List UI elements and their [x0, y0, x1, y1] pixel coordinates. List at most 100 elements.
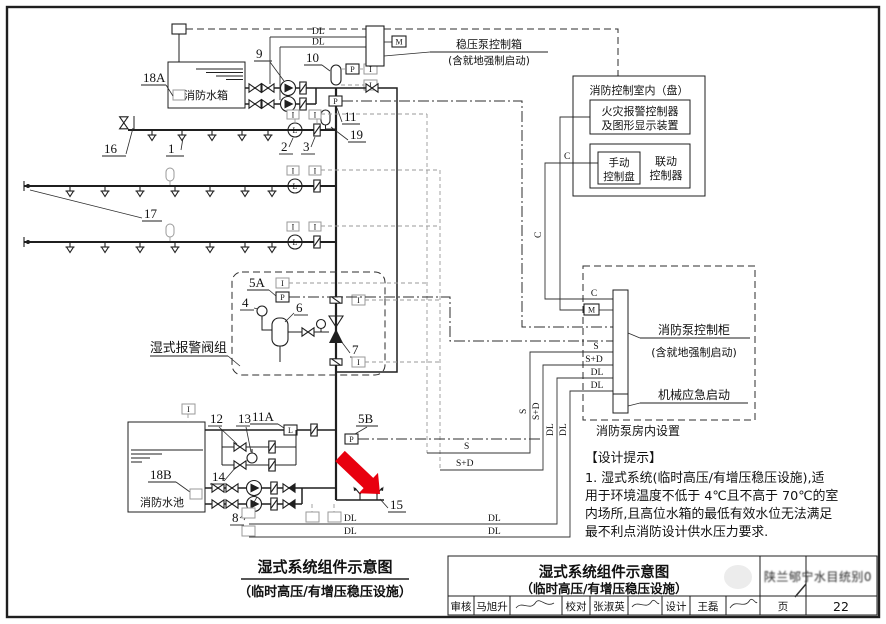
tank-level-gauge [172, 89, 186, 101]
jockey-pump-unit: 9 10 P I I [245, 46, 378, 113]
fire-water-pool: 18B 消防水池 I [127, 403, 206, 513]
part-label-5b: 5B [358, 411, 374, 426]
pump-room-label: 消防泵房内设置 [596, 423, 680, 438]
svg-text:L: L [293, 126, 298, 135]
check-label: 校对 [566, 600, 587, 613]
design-note: 【设计提示】 1. 湿式系统(临时高压/有增压稳压设施),适 用于环境温度不低于… [585, 450, 838, 540]
svg-text:DL: DL [344, 527, 357, 537]
atlas-watermark: 陕兰郇宁水目统别0 [764, 569, 872, 584]
part-label-8: 8 [232, 510, 239, 525]
svg-text:S+D: S+D [585, 355, 603, 365]
control-room-title: 消防控制室内（盘） [590, 83, 689, 97]
pool-level-gauge [189, 488, 203, 500]
design-label: 设计 [666, 600, 687, 613]
part-label-17: 17 [144, 206, 158, 221]
svg-text:L: L [293, 238, 298, 247]
part-label-18b: 18B [150, 467, 172, 482]
cabinet-label-1: 消防泵控制柜 [658, 322, 730, 337]
svg-text:S+D: S+D [456, 459, 474, 469]
alarm-valve-icon [329, 329, 343, 343]
part-label-19: 19 [350, 127, 363, 142]
fire-pump-icon [245, 479, 263, 497]
pressure-switch-box: P [350, 65, 355, 74]
svg-text:I: I [314, 167, 317, 176]
part-label-15: 15 [390, 497, 403, 512]
stamp-smudge [724, 565, 752, 589]
input-module-box: I [369, 81, 372, 90]
atlas-slash-mark [794, 583, 807, 598]
svg-text:内场所,且高位水箱的最低有效水位无法满足: 内场所,且高位水箱的最低有效水位无法满足 [585, 506, 832, 522]
part-label-6: 6 [296, 300, 303, 315]
svg-text:L: L [293, 182, 298, 191]
part-label-11: 11 [344, 109, 357, 124]
part-label-10: 10 [306, 50, 319, 65]
svg-text:C: C [591, 289, 597, 299]
part-label-4: 4 [242, 295, 249, 310]
riser-top-devices: P 11 19 [320, 95, 366, 143]
part-label-3: 3 [303, 139, 310, 154]
stabilizer-box-label-2: (含就地强制启动) [448, 54, 530, 67]
svg-text:S: S [593, 342, 598, 352]
svg-text:I: I [187, 405, 190, 414]
jockey-pump-icon [279, 95, 297, 113]
jockey-pump-icon [279, 79, 297, 97]
design-note-heading: 【设计提示】 [585, 450, 662, 466]
part-label-5a: 5A [249, 275, 266, 290]
diagram-caption: 湿式系统组件示意图 （临时高压/有增压稳压设施） [238, 558, 412, 600]
svg-text:I: I [292, 111, 295, 120]
input-module-box: I [369, 65, 372, 74]
mechanical-start-label: 机械应急启动 [658, 387, 730, 402]
svg-text:控制盘: 控制盘 [603, 170, 635, 183]
tank-level-switch [171, 23, 187, 35]
signal-wiring: S S S S+D S+D S+D DL DL DL DL DL DL DL D… [249, 100, 613, 538]
svg-text:I: I [314, 223, 317, 232]
svg-text:L: L [288, 426, 293, 435]
svg-text:M: M [588, 306, 595, 315]
svg-text:I: I [292, 223, 295, 232]
design-name: 王磊 [698, 601, 719, 613]
tank-label: 消防水箱 [184, 88, 228, 102]
svg-text:P: P [280, 293, 285, 302]
pressure-tank-icon [330, 64, 342, 86]
part-label-13: 13 [238, 411, 251, 426]
svg-text:I: I [357, 296, 360, 305]
fill-test-line: L 11A 12 13 14 [205, 409, 336, 485]
fire-alarm-controller-label: 火灾报警控制器 [602, 104, 679, 118]
svg-text:1. 湿式系统(临时高压/有增压稳压设施),适: 1. 湿式系统(临时高压/有增压稳压设施),适 [585, 470, 825, 486]
svg-text:I: I [292, 167, 295, 176]
title-block-title1: 湿式系统组件示意图 [539, 563, 670, 581]
part-label-14: 14 [212, 469, 226, 484]
svg-text:最不利点消防设计供水压力要求.: 最不利点消防设计供水压力要求. [585, 524, 768, 540]
svg-text:S+D: S+D [532, 402, 542, 420]
pump-room: 消防泵控制柜 (含就地强制启动) 机械应急启动 消防泵房内设置 [582, 265, 756, 438]
svg-text:I: I [281, 279, 284, 288]
svg-text:控制器: 控制器 [650, 168, 683, 182]
audit-signature [515, 600, 555, 609]
page-number: 22 [833, 599, 849, 614]
caption-line2: （临时高压/有增压稳压设施） [238, 584, 412, 600]
pool-label: 消防水池 [140, 495, 184, 509]
svg-text:S: S [519, 409, 529, 414]
fire-water-tank: 消防水箱 18A [141, 23, 246, 109]
svg-text:C: C [564, 152, 570, 162]
part-label-11a: 11A [252, 409, 275, 424]
svg-text:DL: DL [488, 514, 501, 524]
dl-label: DL [312, 38, 325, 48]
svg-text:P: P [349, 435, 354, 444]
dl-label: DL [312, 27, 325, 37]
check-name: 张淑英 [593, 600, 625, 613]
audit-name: 马旭升 [476, 601, 508, 613]
svg-text:DL: DL [488, 527, 501, 537]
svg-text:I: I [357, 358, 360, 367]
motor-box: M [395, 38, 402, 47]
svg-text:及图形显示装置: 及图形显示装置 [602, 119, 679, 132]
part-label-1: 1 [168, 141, 175, 156]
svg-text:DL: DL [559, 423, 569, 436]
part-label-18a: 18A [143, 70, 166, 85]
title-block-title2: （临时高压/有增压稳压设施） [520, 581, 687, 596]
svg-text:DL: DL [344, 514, 357, 524]
stabilizer-control-box: DL DL M 稳压泵控制箱 (含就地强制启动) [269, 25, 548, 100]
svg-text:用于环境温度不低于 4℃且不高于 70℃的室: 用于环境温度不低于 4℃且不高于 70℃的室 [585, 488, 838, 504]
